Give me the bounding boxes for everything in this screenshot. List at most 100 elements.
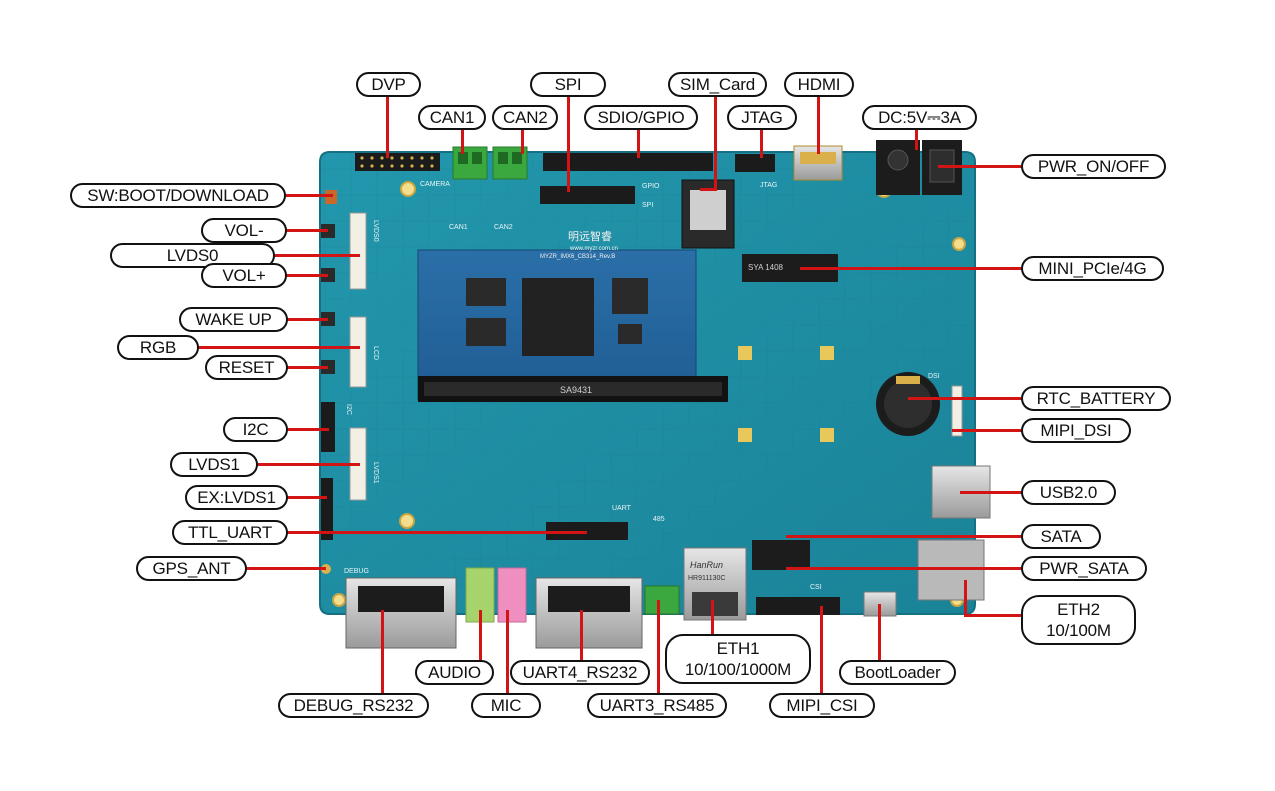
callout-sim-card: SIM_Card — [668, 72, 767, 97]
silk-som: MYZR_IMX6_CB314_Rev.B — [540, 254, 615, 260]
leader-rtc — [908, 397, 1022, 400]
eth2-jack — [917, 539, 985, 601]
callout-audio: AUDIO — [415, 660, 494, 685]
callout-dvp: DVP — [356, 72, 421, 97]
callout-lvds1: LVDS1 — [170, 452, 258, 477]
leader-uart3 — [657, 600, 660, 694]
buttons — [321, 224, 335, 374]
leader-spi — [567, 94, 570, 192]
test-pads — [738, 346, 834, 442]
leader-sim-h — [700, 188, 717, 191]
silk-can1: CAN1 — [449, 224, 468, 231]
silk-csi: CSI — [810, 584, 822, 591]
boot-switch — [325, 190, 337, 204]
leader-i2c — [287, 428, 329, 431]
callout-i2c: I2C — [223, 417, 288, 442]
eth1-jack — [683, 547, 747, 621]
silk-jtag: JTAG — [760, 182, 777, 189]
leader-mic — [506, 610, 509, 694]
silk-camera: CAMERA — [420, 181, 450, 188]
callout-mic: MIC — [471, 693, 541, 718]
csi-header — [756, 597, 840, 615]
leader-wake — [287, 318, 328, 321]
callout-dc-in: DC:5V⎓3A — [862, 105, 977, 130]
sim-card-slot — [681, 179, 735, 249]
leader-bootloader — [878, 604, 881, 660]
callout-can1: CAN1 — [418, 105, 486, 130]
i2c-header — [321, 402, 335, 452]
lvds0-connector — [349, 212, 367, 290]
ex-lvds1-header — [321, 478, 333, 540]
silk-gpio: GPIO — [642, 183, 660, 190]
callout-debug-rs232: DEBUG_RS232 — [278, 693, 429, 718]
ttl-uart-header — [546, 522, 628, 540]
callout-sw-boot: SW:BOOT/DOWNLOAD — [70, 183, 286, 208]
callout-uart3: UART3_RS485 — [587, 693, 727, 718]
silk-spi: SPI — [642, 202, 653, 209]
callout-ex-lvds1: EX:LVDS1 — [185, 485, 288, 510]
leader-eth2-h — [964, 614, 1022, 617]
callout-eth1-line2: 10/100/1000M — [684, 660, 792, 679]
silk-485: 485 — [653, 516, 665, 523]
callout-eth1: ETH1 10/100/1000M — [665, 634, 811, 684]
callout-hdmi: HDMI — [784, 72, 854, 97]
leader-eth2-v — [964, 580, 967, 616]
silk-debug: DEBUG — [344, 568, 369, 575]
callout-gps-ant: GPS_ANT — [136, 556, 247, 581]
mipi-dsi-connector — [951, 385, 963, 437]
callout-uart4: UART4_RS232 — [510, 660, 650, 685]
leader-eth1 — [711, 600, 714, 636]
silk-hanrun: HanRun — [690, 560, 723, 570]
dvp-header — [355, 153, 440, 171]
leader-sdio — [637, 128, 640, 158]
leader-dc — [915, 128, 918, 150]
jtag-header — [735, 154, 775, 172]
leader-sim-v — [714, 94, 717, 190]
leader-can2 — [521, 128, 524, 154]
silk-brand: 明远智睿 — [568, 229, 612, 243]
leader-ttl-uart — [287, 531, 587, 534]
callout-wake-up: WAKE UP — [179, 307, 288, 332]
callout-eth2-line1: ETH2 — [1057, 600, 1100, 619]
leader-csi — [820, 606, 823, 694]
callout-eth2: ETH2 10/100M — [1021, 595, 1136, 645]
callout-vol-minus: VOL- — [201, 218, 287, 243]
uart4-db9 — [535, 577, 643, 649]
leader-hdmi — [817, 94, 820, 154]
callout-mipi-csi: MIPI_CSI — [769, 693, 875, 718]
silk-lvds0: LVDS0 — [372, 220, 379, 242]
callout-vol-plus: VOL+ — [201, 263, 287, 288]
leader-rgb — [198, 346, 360, 349]
silk-url: www.myzr.com.cn — [569, 246, 618, 252]
callout-pwr-on-off: PWR_ON/OFF — [1021, 154, 1166, 179]
silk-uart: UART — [612, 505, 632, 512]
leader-pwr-sata — [786, 567, 1022, 570]
gps-antenna-connector — [321, 564, 331, 574]
leader-ex-lvds1 — [287, 496, 327, 499]
leader-lvds1 — [257, 463, 360, 466]
debug-db9 — [345, 577, 457, 649]
dc-jack — [876, 140, 920, 195]
callout-jtag: JTAG — [727, 105, 797, 130]
callout-sdio-gpio: SDIO/GPIO — [584, 105, 698, 130]
rtc-battery-holder — [876, 372, 940, 436]
callout-reset: RESET — [205, 355, 288, 380]
leader-mini-pcie — [800, 267, 1022, 270]
silk-mini-pcie: SYA 1408 — [748, 263, 784, 272]
spi-header — [540, 186, 635, 204]
leader-vol-plus — [286, 274, 328, 277]
sata-connector — [752, 540, 810, 570]
silk-dsi: DSI — [928, 373, 940, 380]
leader-usb — [960, 491, 1022, 494]
silk-lcd: LCD — [372, 346, 379, 360]
callout-usb2: USB2.0 — [1021, 480, 1116, 505]
silk-i2c: I2C — [345, 404, 352, 415]
leader-reset — [287, 366, 328, 369]
callout-eth1-line1: ETH1 — [716, 639, 760, 658]
leader-sata — [786, 535, 1022, 538]
callout-mini-pcie: MINI_PCIe/4G — [1021, 256, 1164, 281]
silk-hr911130c: HR911130C — [688, 575, 726, 582]
callout-pwr-sata: PWR_SATA — [1021, 556, 1147, 581]
leader-pwr — [938, 165, 1022, 168]
